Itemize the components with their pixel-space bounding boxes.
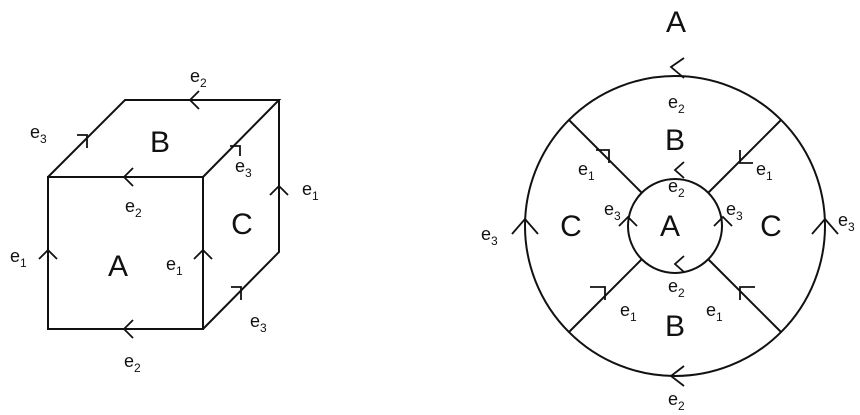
spoke-lower-right xyxy=(707,258,782,333)
cube-edge-label-e2-bottom: e2 xyxy=(124,351,141,375)
outer-circle xyxy=(524,75,826,377)
arrow-front-right-edge xyxy=(193,248,213,260)
net-edge-label-e1-upper-left: e1 xyxy=(578,159,595,183)
arrow-spoke-upper-right xyxy=(739,150,753,164)
arrow-top-back xyxy=(188,90,200,110)
cube-edge-label-e2-mid: e2 xyxy=(125,196,142,220)
net-face-label-b-top: B xyxy=(665,124,685,157)
arrow-spoke-lower-right xyxy=(739,286,755,300)
cube-edge-label-e1-left: e1 xyxy=(10,246,27,270)
net-edge-label-e1-lower-left: e1 xyxy=(620,300,637,324)
arrow-bottom xyxy=(122,319,134,339)
arrow-top-front xyxy=(122,167,134,187)
arrow-outer-right xyxy=(811,217,839,235)
cube-right-face xyxy=(202,100,280,330)
cube-face-label-b: B xyxy=(150,126,170,159)
net-edge-label-e3-inner-right: e3 xyxy=(726,199,743,223)
cube-edge-label-e3-topleft: e3 xyxy=(30,122,47,146)
net-edge-label-e3-inner-left: e3 xyxy=(604,199,621,223)
arrow-top-right-diag xyxy=(230,145,241,156)
arrow-left-edge xyxy=(38,248,58,260)
cube-front-face xyxy=(47,176,204,330)
spoke-upper-left xyxy=(568,119,643,194)
inner-circle xyxy=(627,178,723,274)
net-edge-label-e3-outer-right: e3 xyxy=(838,210,855,234)
net-edge-label-e2-inner-bottom: e2 xyxy=(668,276,685,300)
arrow-inner-bottom xyxy=(673,255,685,273)
arrow-outer-left xyxy=(511,217,539,235)
arrow-outer-top xyxy=(669,57,685,79)
cube-face-label-a: A xyxy=(108,250,128,283)
net-face-label-c-left: C xyxy=(560,210,582,243)
cube-edge-label-e1-mid: e1 xyxy=(166,254,183,278)
net-face-label-c-right: C xyxy=(760,210,782,243)
arrow-back-right-edge xyxy=(269,184,289,196)
net-edge-label-e1-upper-right: e1 xyxy=(756,159,773,183)
cube-face-label-c: C xyxy=(231,208,253,241)
spoke-upper-right xyxy=(707,119,782,194)
net-face-label-a-center: A xyxy=(660,210,680,243)
net-face-label-a-outer: A xyxy=(666,6,686,39)
cube-edge-label-e2-top: e2 xyxy=(190,66,207,90)
circle-net-figure: A B C A C B e2 e1 e1 e2 e3 e3 e3 e3 e2 e… xyxy=(481,6,855,413)
net-edge-label-e3-outer-left: e3 xyxy=(481,224,498,248)
arrow-spoke-lower-left xyxy=(590,286,606,300)
net-edge-label-e1-lower-right: e1 xyxy=(706,300,723,324)
arrow-spoke-upper-left xyxy=(596,149,610,163)
arrow-inner-left xyxy=(618,215,638,227)
arrow-outer-bottom xyxy=(669,365,685,387)
net-edge-label-e2-outer-top: e2 xyxy=(668,92,685,116)
arrow-bottom-right-diag xyxy=(231,286,242,300)
cube-edge-label-e3-bottomright: e3 xyxy=(250,311,267,335)
net-face-label-b-bottom: B xyxy=(665,310,685,343)
arrow-inner-right xyxy=(713,215,733,227)
net-edge-label-e2-outer-bottom: e2 xyxy=(668,389,685,413)
cube-edge-label-e3-topright: e3 xyxy=(235,156,252,180)
arrow-inner-top xyxy=(673,161,685,179)
arrow-top-left-diag xyxy=(77,134,88,148)
net-edge-label-e2-inner-top: e2 xyxy=(668,176,685,200)
cube-edge-label-e1-back: e1 xyxy=(302,179,319,203)
cube-figure: B A C e2 e3 e2 e3 e1 e1 e1 e3 e2 xyxy=(10,66,319,375)
